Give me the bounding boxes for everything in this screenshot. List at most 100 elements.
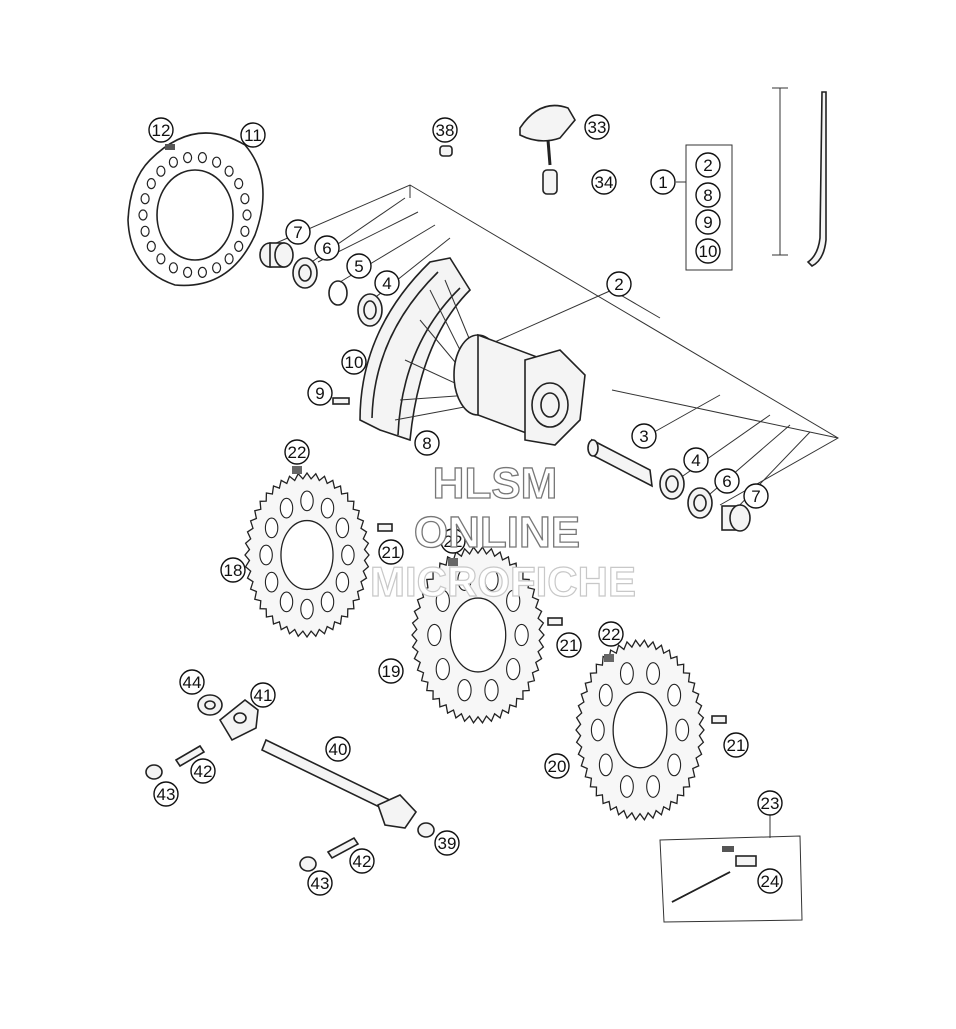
callout-number: 2 xyxy=(614,275,623,294)
callout-number: 24 xyxy=(761,872,780,891)
callout-number: 1 xyxy=(658,173,667,192)
callout-number: 6 xyxy=(322,239,331,258)
callout-number: 10 xyxy=(345,353,364,372)
rim-lock-33-icon xyxy=(519,104,576,166)
callout-number: 4 xyxy=(691,451,700,470)
callout-number: 41 xyxy=(254,686,273,705)
callout-2: 2 xyxy=(606,271,632,297)
axle-40-icon xyxy=(260,738,418,829)
callout-22: 22 xyxy=(440,528,466,554)
callout-number: 10 xyxy=(699,242,718,261)
callout-41: 41 xyxy=(250,682,276,708)
master-link-24-icon xyxy=(722,846,757,867)
callout-number: 39 xyxy=(438,834,457,853)
bolt-21-c-icon xyxy=(711,715,727,724)
callout-3: 3 xyxy=(631,423,657,449)
callout-number: 9 xyxy=(703,213,712,232)
callout-circle xyxy=(240,122,266,148)
seal-6-right-icon xyxy=(687,487,713,519)
callout-20: 20 xyxy=(544,753,570,779)
callout-number: 6 xyxy=(722,472,731,491)
callout-number: 8 xyxy=(703,186,712,205)
callout-number: 7 xyxy=(751,487,760,506)
callout-circle xyxy=(544,753,570,779)
callout-circle xyxy=(695,238,721,264)
callout-circle xyxy=(743,483,769,509)
callout-circle xyxy=(556,632,582,658)
watermark: HLSM ONLINE MICROFICHE xyxy=(369,458,636,605)
callout-number: 20 xyxy=(548,757,567,776)
callout-number: 21 xyxy=(727,736,746,755)
nut-22-b-icon xyxy=(448,558,458,566)
callout-number: 3 xyxy=(639,427,648,446)
spacer-3-icon xyxy=(587,438,653,488)
callout-38: 38 xyxy=(432,117,458,143)
callout-number: 5 xyxy=(354,257,363,276)
callout-43: 43 xyxy=(153,781,179,807)
callout-number: 19 xyxy=(382,662,401,681)
callout-circle xyxy=(432,117,458,143)
callout-7: 7 xyxy=(285,219,311,245)
callout-number: 8 xyxy=(422,434,431,453)
callout-circle xyxy=(378,539,404,565)
nut-34-icon xyxy=(542,169,558,195)
callout-circle xyxy=(723,732,749,758)
bolt-21-b-icon xyxy=(547,617,563,626)
callout-circle xyxy=(148,117,174,143)
callout-11: 11 xyxy=(240,122,266,148)
callout-10: 10 xyxy=(341,349,367,375)
nipple-38-icon xyxy=(439,145,453,157)
callout-number: 21 xyxy=(560,636,579,655)
callout-circle xyxy=(695,152,721,178)
chain-icon xyxy=(671,871,731,903)
callout-40: 40 xyxy=(325,736,351,762)
callout-circle xyxy=(598,621,624,647)
callout-circle xyxy=(341,349,367,375)
callout-circle xyxy=(757,790,783,816)
callout-8: 8 xyxy=(414,430,440,456)
spring-42-b-icon xyxy=(326,836,360,860)
nut-22-a-icon xyxy=(292,466,302,474)
nut-43-a-icon xyxy=(145,764,163,780)
callout-circle xyxy=(683,447,709,473)
bearing-4-right-icon xyxy=(659,468,685,500)
callout-circle xyxy=(591,169,617,195)
callout-number: 22 xyxy=(444,532,463,551)
callout-19: 19 xyxy=(378,658,404,684)
callout-circle xyxy=(325,736,351,762)
callout-number: 43 xyxy=(157,785,176,804)
callout-42: 42 xyxy=(349,848,375,874)
callout-22: 22 xyxy=(598,621,624,647)
sprocket-18-icon xyxy=(244,471,370,639)
screw-12-icon xyxy=(165,144,175,150)
callout-34: 34 xyxy=(591,169,617,195)
callout-circle xyxy=(695,182,721,208)
callout-4: 4 xyxy=(374,270,400,296)
callout-circle xyxy=(307,380,333,406)
callout-24: 24 xyxy=(757,868,783,894)
brake-disc-icon xyxy=(127,132,264,287)
callout-number: 12 xyxy=(152,121,171,140)
callout-number: 21 xyxy=(382,543,401,562)
callout-circle xyxy=(346,253,372,279)
callout-number: 42 xyxy=(353,852,372,871)
callout-number: 38 xyxy=(436,121,455,140)
callout-number: 23 xyxy=(761,794,780,813)
callout-number: 4 xyxy=(382,274,391,293)
spring-42-a-icon xyxy=(174,744,206,768)
callout-7: 7 xyxy=(743,483,769,509)
watermark-line-3: MICROFICHE xyxy=(370,558,636,605)
callout-circle xyxy=(440,528,466,554)
callout-circle xyxy=(631,423,657,449)
sprocket-20-icon xyxy=(575,638,705,822)
callout-12: 12 xyxy=(148,117,174,143)
callout-circle xyxy=(695,209,721,235)
callout-43: 43 xyxy=(307,870,333,896)
callout-22: 22 xyxy=(284,439,310,465)
callout-circle xyxy=(190,758,216,784)
callout-circle xyxy=(153,781,179,807)
callout-18: 18 xyxy=(220,557,246,583)
callout-circle xyxy=(179,669,205,695)
